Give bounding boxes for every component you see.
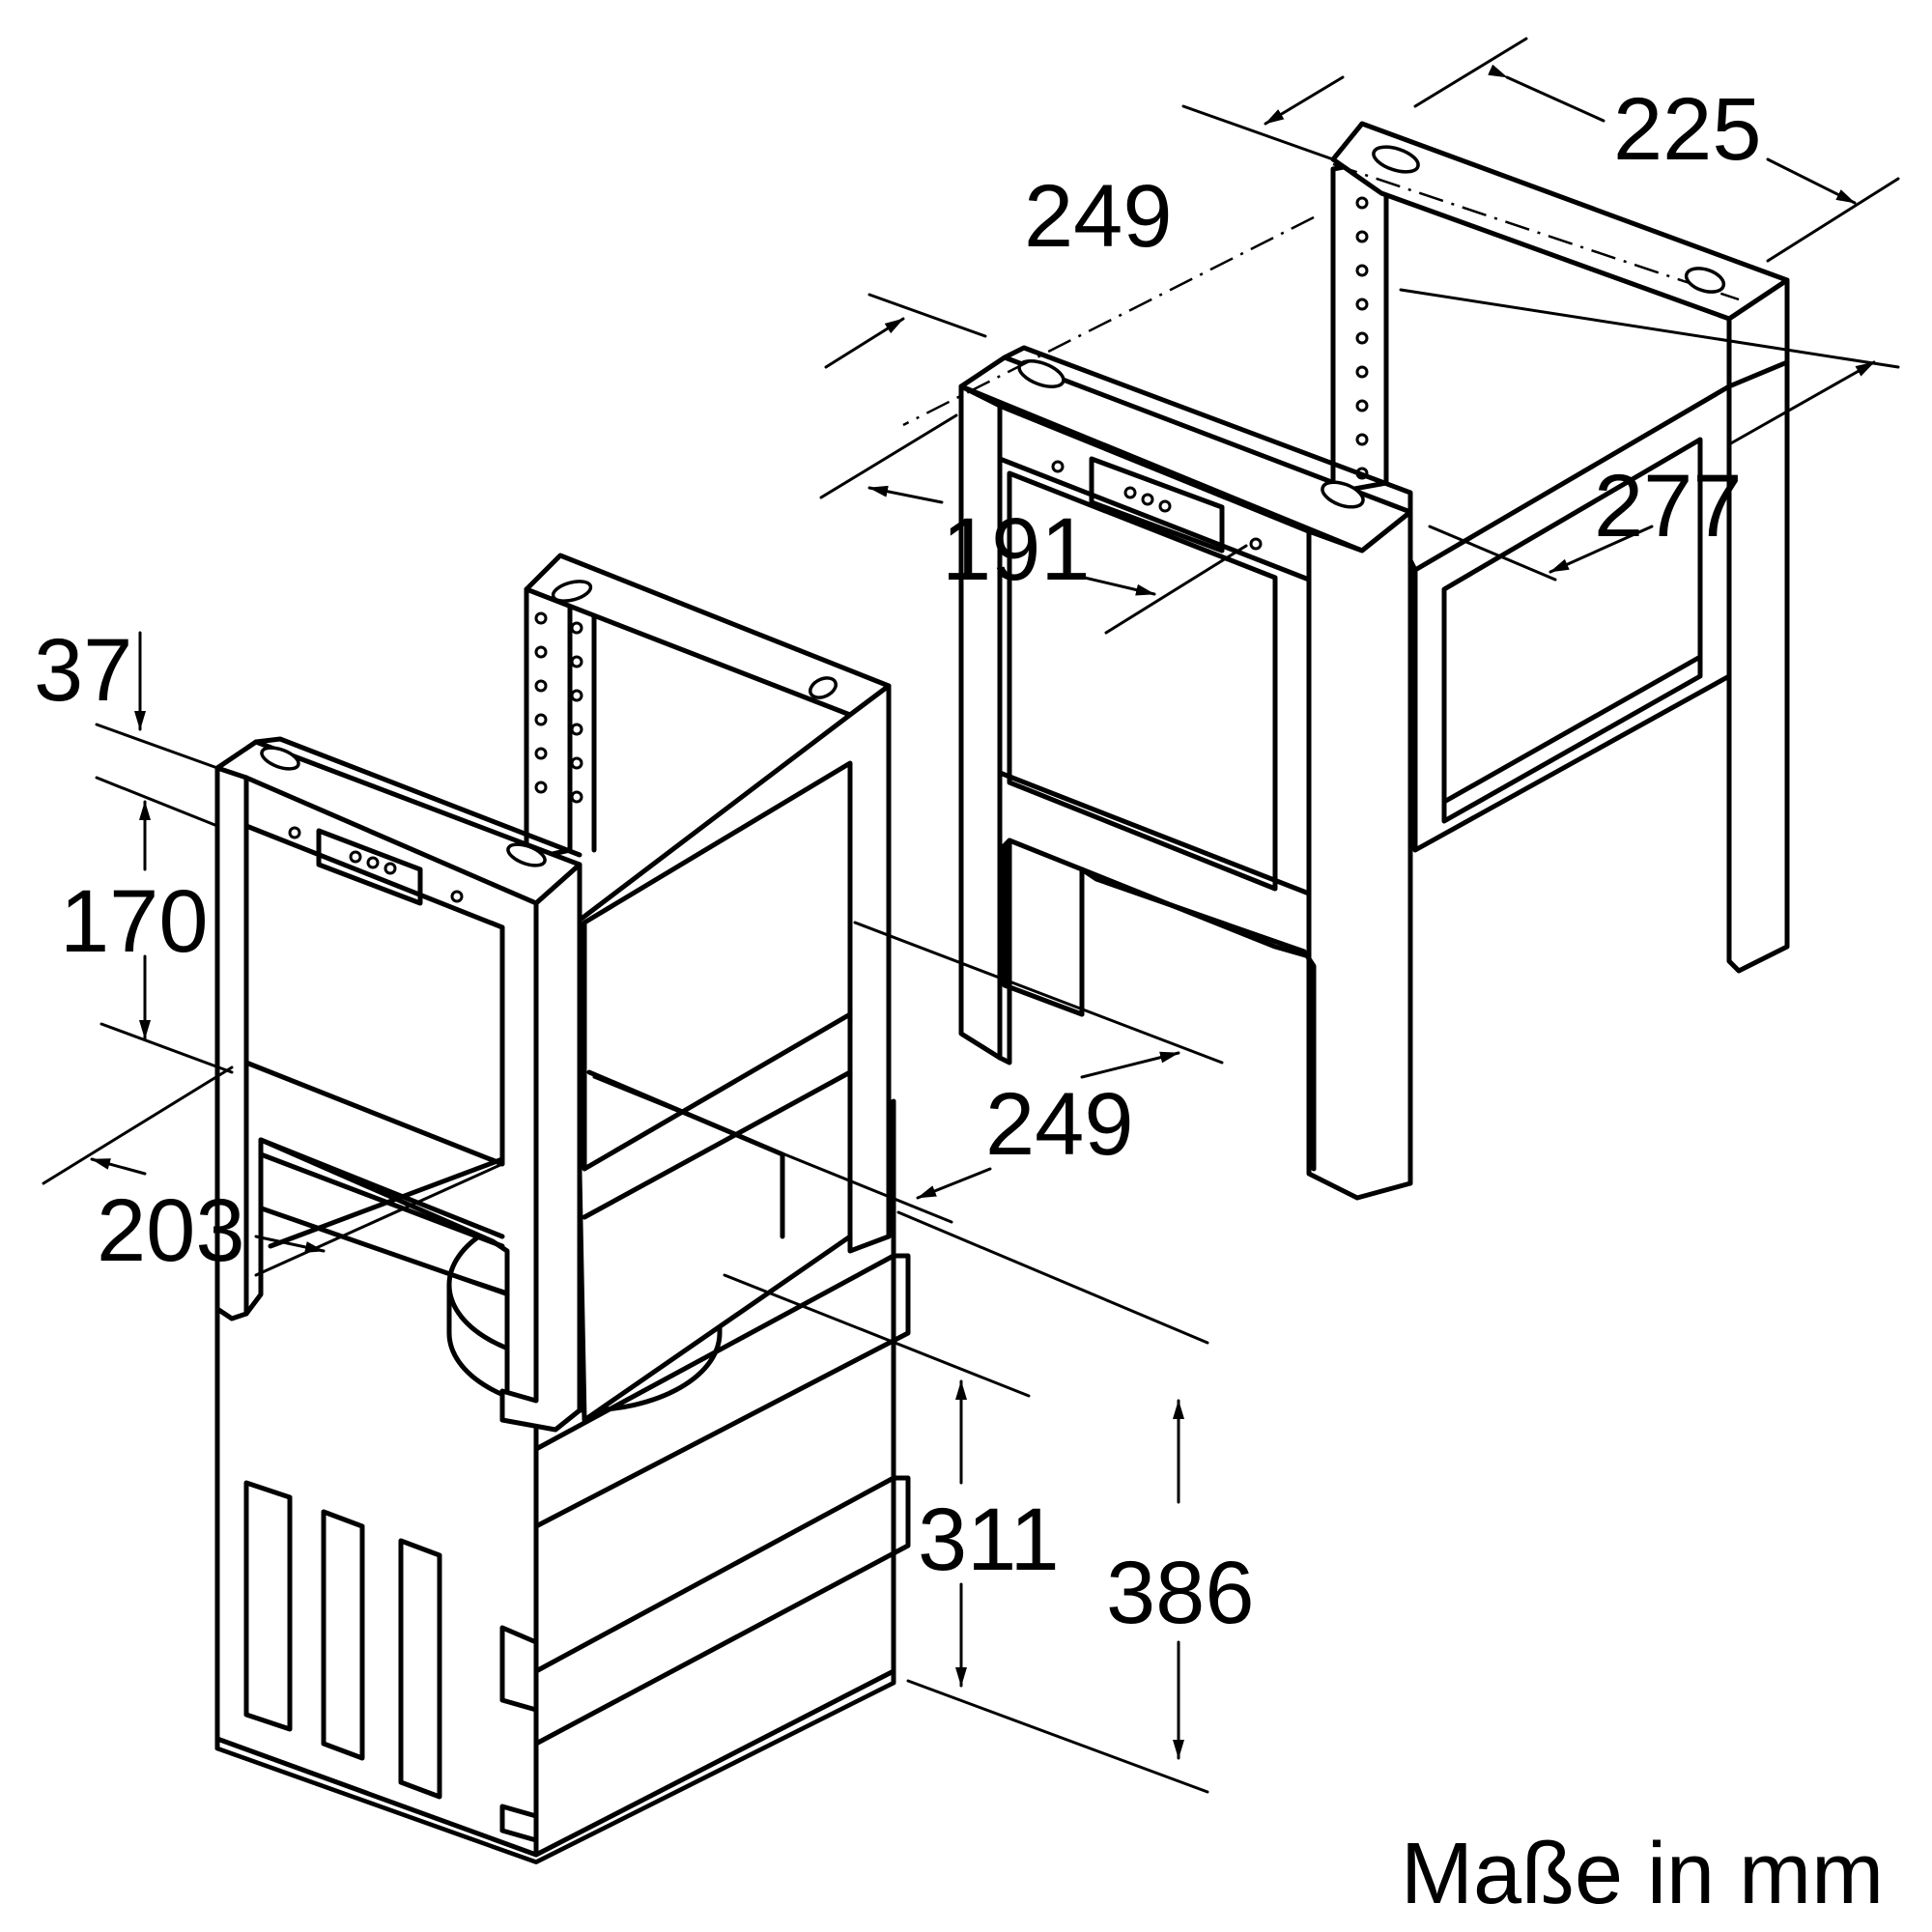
left-chimney-unit — [214, 553, 911, 1864]
right-extension-frame — [958, 121, 1790, 1201]
dim-225: 225 — [1613, 80, 1762, 179]
dim-203: 203 — [97, 1181, 245, 1280]
back-upright-holes — [1355, 196, 1369, 480]
dim-249-top: 249 — [1024, 167, 1173, 266]
dim-170: 170 — [60, 872, 209, 971]
dimension-labels: 225 249 191 277 37 170 203 249 311 386 M… — [34, 80, 1884, 1922]
dim-249-mid: 249 — [985, 1075, 1134, 1174]
dim-311: 311 — [918, 1491, 1060, 1589]
units-label: Maße in mm — [1401, 1826, 1884, 1922]
dimension-lines — [42, 37, 1900, 1794]
dim-277: 277 — [1594, 457, 1743, 555]
dim-386: 386 — [1106, 1544, 1255, 1642]
dim-37: 37 — [34, 621, 132, 720]
dim-191: 191 — [942, 500, 1091, 599]
